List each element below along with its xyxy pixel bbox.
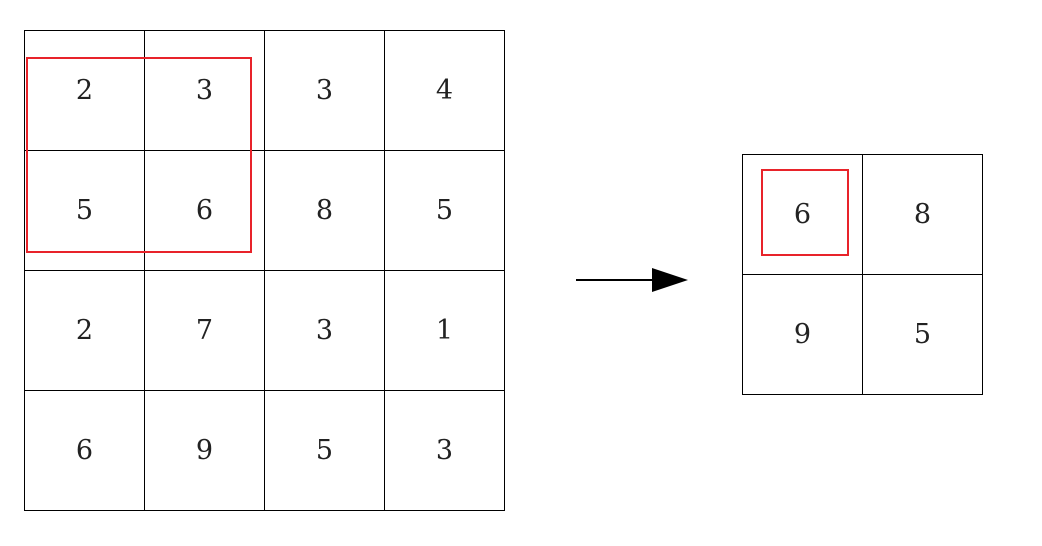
input-cell-r3-c3: 3	[265, 271, 385, 391]
input-cell-r3-c4: 1	[385, 271, 505, 391]
input-cell-r4-c3: 5	[265, 391, 385, 511]
output-cell-r1-c1: 6	[743, 155, 863, 275]
output-cell-r1-c2: 8	[863, 155, 983, 275]
input-cell-r4-c1: 6	[25, 391, 145, 511]
output-matrix: 6 8 9 5	[742, 154, 983, 395]
output-cell-r2-c2: 5	[863, 275, 983, 395]
input-matrix: 2 3 3 4 5 6 8 5 2 7 3 1 6 9 5 3	[24, 30, 505, 511]
input-cell-r2-c2: 6	[145, 151, 265, 271]
right-arrow-icon	[576, 268, 688, 292]
input-cell-r4-c4: 3	[385, 391, 505, 511]
input-cell-r2-c4: 5	[385, 151, 505, 271]
input-cell-r1-c4: 4	[385, 31, 505, 151]
input-cell-r1-c3: 3	[265, 31, 385, 151]
arrow-head	[652, 268, 688, 292]
input-cell-r2-c1: 5	[25, 151, 145, 271]
output-cell-r2-c1: 9	[743, 275, 863, 395]
input-cell-r3-c2: 7	[145, 271, 265, 391]
input-cell-r1-c2: 3	[145, 31, 265, 151]
input-cell-r3-c1: 2	[25, 271, 145, 391]
input-cell-r2-c3: 8	[265, 151, 385, 271]
input-cell-r1-c1: 2	[25, 31, 145, 151]
input-cell-r4-c2: 9	[145, 391, 265, 511]
